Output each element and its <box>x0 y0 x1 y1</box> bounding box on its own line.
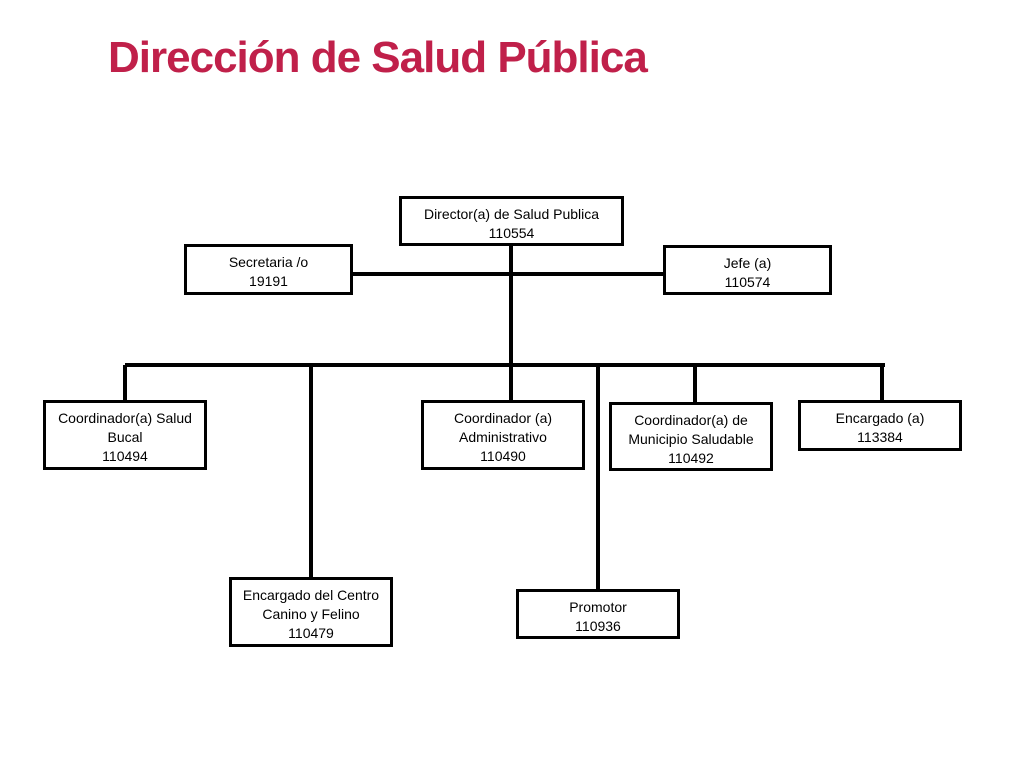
node-role-line1: Coordinador(a) Salud <box>58 410 192 426</box>
node-code: 110936 <box>575 618 621 634</box>
node-code: 19191 <box>249 273 288 289</box>
node-code: 110479 <box>288 625 334 641</box>
node-code: 110554 <box>488 225 535 241</box>
node-code: 110574 <box>724 274 771 290</box>
node-role-line2: Municipio Saludable <box>628 431 754 447</box>
node-code: 110494 <box>102 448 148 464</box>
node-administrativo: Coordinador (a) Administrativo 110490 <box>421 400 585 470</box>
node-role: Director(a) de Salud Publica <box>423 206 600 222</box>
node-code: 110492 <box>668 450 714 466</box>
node-role: Promotor <box>569 599 627 615</box>
node-role: Secretaria /o <box>228 254 309 270</box>
node-code: 113384 <box>857 429 903 445</box>
node-role-line1: Coordinador (a) <box>453 410 553 426</box>
node-encargado: Encargado (a) 113384 <box>798 400 962 451</box>
node-salud-bucal: Coordinador(a) Salud Bucal 110494 <box>43 400 207 470</box>
node-municipio: Coordinador(a) de Municipio Saludable 11… <box>609 402 773 471</box>
node-secretaria: Secretaria /o 19191 <box>184 244 353 295</box>
node-role-line2: Bucal <box>107 429 143 445</box>
node-promotor: Promotor 110936 <box>516 589 680 639</box>
node-role-line1: Encargado del Centro <box>242 587 380 603</box>
node-jefe: Jefe (a) 110574 <box>663 245 832 295</box>
node-role: Jefe (a) <box>723 255 772 271</box>
node-role-line2: Canino y Felino <box>262 606 360 622</box>
node-centro-canino: Encargado del Centro Canino y Felino 110… <box>229 577 393 647</box>
node-role-line2: Administrativo <box>459 429 547 445</box>
node-role: Encargado (a) <box>835 410 925 426</box>
node-role-line1: Coordinador(a) de <box>634 412 748 428</box>
node-code: 110490 <box>480 448 526 464</box>
page-title: Dirección de Salud Pública <box>108 33 648 82</box>
node-director: Director(a) de Salud Publica 110554 <box>399 196 624 246</box>
